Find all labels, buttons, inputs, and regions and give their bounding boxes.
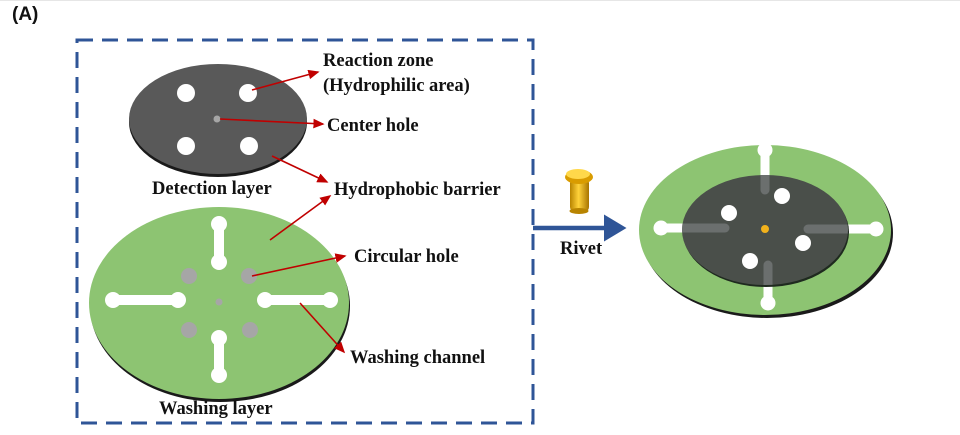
pointer-arrow-barrier-washing xyxy=(269,195,332,241)
center-hole xyxy=(215,298,223,306)
label-rivet: Rivet xyxy=(560,239,603,259)
panel-label: (A) xyxy=(12,4,39,25)
reaction-zone-hole xyxy=(177,84,195,102)
assembled-device xyxy=(639,142,893,318)
top-divider xyxy=(0,0,960,1)
rivet-icon xyxy=(565,169,593,214)
pointer-arrow-washing-channel xyxy=(299,302,346,354)
circular-hole xyxy=(241,268,257,284)
reaction-zone-hole xyxy=(240,137,258,155)
reaction-zone-hole xyxy=(177,137,195,155)
label-detection-layer: Detection layer xyxy=(152,179,272,199)
exploded-view-frame xyxy=(75,38,535,425)
label-hydrophobic-barrier: Hydrophobic barrier xyxy=(334,180,501,200)
pointer-arrow-center-hole xyxy=(219,118,325,129)
rivet-center xyxy=(761,225,769,233)
pointer-arrow-reaction-zone xyxy=(251,69,320,91)
center-hole xyxy=(213,115,221,123)
label-washing-channel: Washing channel xyxy=(350,348,485,368)
label-hydrophilic-area: (Hydrophilic area) xyxy=(323,76,470,96)
pointer-arrow-circular-hole xyxy=(251,253,347,277)
reaction-zone-hole xyxy=(239,84,257,102)
detection-layer-disc xyxy=(129,64,307,177)
label-circular-hole: Circular hole xyxy=(354,247,459,267)
circular-hole xyxy=(181,268,197,284)
washing-layer-disc xyxy=(89,207,350,402)
circular-hole xyxy=(181,322,197,338)
pointer-arrow-barrier-detection xyxy=(271,155,329,183)
label-center-hole: Center hole xyxy=(327,116,419,136)
label-washing-layer: Washing layer xyxy=(159,399,273,419)
label-reaction-zone: Reaction zone xyxy=(323,51,433,71)
circular-hole xyxy=(242,322,258,338)
